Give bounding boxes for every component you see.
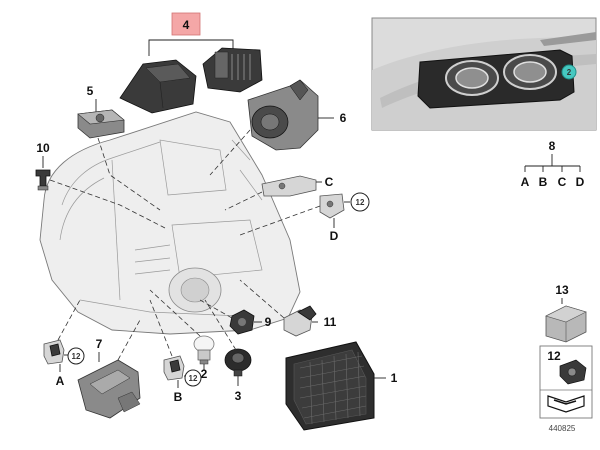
kit-tree-8 — [524, 154, 581, 172]
leader-4 — [148, 39, 234, 56]
part-13[interactable] — [545, 305, 587, 343]
callout-b[interactable]: B — [174, 390, 183, 404]
dash-10 — [49, 179, 166, 229]
callout-12-b[interactable]: 12 — [189, 374, 198, 383]
dash-6 — [209, 129, 251, 176]
actuator-part-11[interactable] — [283, 305, 317, 337]
headlight-housing[interactable] — [39, 111, 301, 335]
bracket-part-d[interactable] — [319, 193, 345, 219]
inset-marker-label[interactable]: 2 — [567, 68, 572, 77]
clip-part-a[interactable] — [43, 339, 65, 365]
module-cover-part[interactable] — [119, 59, 197, 114]
callout-10[interactable]: 10 — [36, 141, 50, 155]
connector-part-5[interactable] — [77, 109, 125, 139]
bracket-part-c[interactable] — [261, 175, 317, 197]
callout-12-a[interactable]: 12 — [72, 352, 81, 361]
ref-circle-12-b — [184, 369, 202, 387]
highlight-box-4 — [171, 12, 201, 36]
callout-9[interactable]: 9 — [265, 315, 272, 329]
dash-5 — [97, 137, 161, 211]
inset-marker-2 — [561, 64, 577, 80]
bulb-part-2[interactable] — [193, 335, 215, 365]
diagram-number: 440825 — [549, 424, 576, 433]
fastener-part-10[interactable] — [35, 169, 51, 191]
kit-label-a[interactable]: A — [521, 175, 530, 189]
cap-part-3[interactable] — [224, 348, 252, 377]
ref-circle-12-right — [350, 192, 370, 212]
callout-d[interactable]: D — [330, 229, 339, 243]
holder-part-7[interactable] — [77, 359, 141, 419]
callout-c[interactable]: C — [325, 175, 334, 189]
bulb-holder-part-9[interactable] — [229, 309, 255, 335]
callout-12-box[interactable]: 12 — [547, 349, 561, 363]
kit-label-b[interactable]: B — [539, 175, 548, 189]
ref-circle-12-a — [67, 347, 85, 365]
dash-c — [224, 191, 263, 211]
vehicle-inset[interactable] — [371, 17, 597, 131]
dash-9 — [199, 299, 233, 319]
dash-b — [149, 299, 173, 357]
control-unit-part-1[interactable] — [285, 341, 375, 431]
callout-1[interactable]: 1 — [391, 371, 398, 385]
callout-13[interactable]: 13 — [555, 283, 569, 297]
kit-label-d[interactable]: D — [576, 175, 585, 189]
callout-3[interactable]: 3 — [235, 389, 242, 403]
part-12-nut[interactable] — [559, 359, 587, 385]
module-heatsink-part[interactable] — [202, 47, 263, 93]
clip-part-b[interactable] — [163, 355, 185, 381]
callout-5[interactable]: 5 — [87, 84, 94, 98]
callout-a[interactable]: A — [56, 374, 65, 388]
part-12-shim[interactable] — [547, 395, 585, 413]
bracket-part-6[interactable] — [247, 79, 319, 151]
callout-11[interactable]: 11 — [324, 315, 337, 329]
callout-4[interactable]: 4 — [183, 18, 190, 32]
kit-label-c[interactable]: C — [558, 175, 567, 189]
callout-6[interactable]: 6 — [340, 111, 347, 125]
dash-11 — [239, 279, 285, 319]
callout-7[interactable]: 7 — [96, 337, 103, 351]
callout-8[interactable]: 8 — [549, 139, 556, 153]
dash-d — [239, 205, 321, 236]
dash-2 — [149, 289, 201, 337]
callout-2[interactable]: 2 — [201, 367, 208, 381]
dash-3 — [204, 299, 237, 351]
callout-12-right[interactable]: 12 — [356, 198, 365, 207]
